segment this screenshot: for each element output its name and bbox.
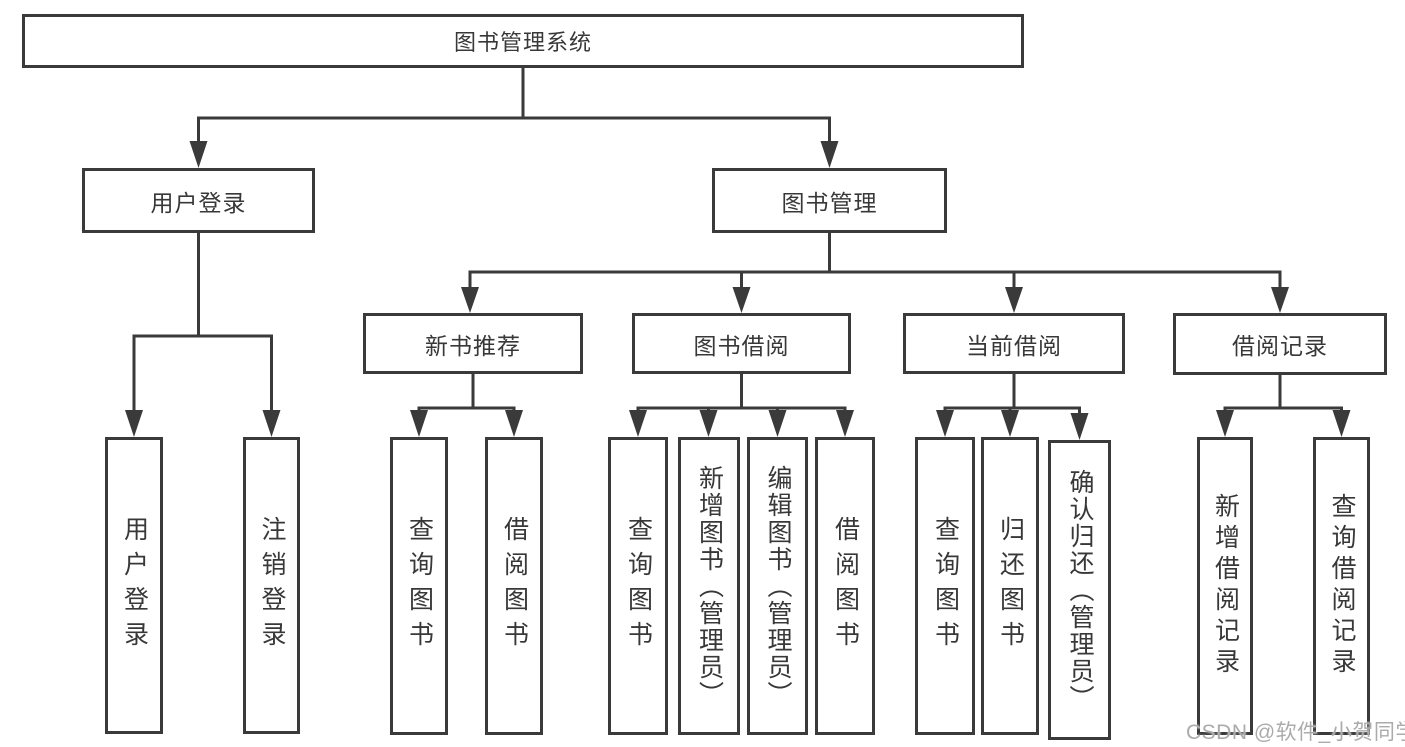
arrowhead	[936, 410, 954, 437]
leaf-query-books-recommend: 查询图书	[390, 437, 448, 735]
arrowhead	[410, 410, 428, 437]
leaf-edit-books-admin: 编辑图书（管理员）	[747, 437, 808, 735]
leaf-query-books-borrow: 查询图书	[608, 437, 668, 735]
node-root-system: 图书管理系统	[22, 14, 1024, 68]
arrowhead	[505, 410, 523, 437]
connector-new-book-branch	[417, 406, 516, 414]
arrowhead	[1005, 287, 1023, 313]
leaf-user-login: 用户登录	[105, 437, 163, 734]
node-borrow-record: 借阅记录	[1173, 313, 1387, 375]
arrowhead	[699, 410, 718, 437]
arrowhead	[1070, 413, 1089, 440]
node-current-borrow: 当前借阅	[903, 313, 1125, 374]
arrowhead	[820, 141, 839, 168]
arrowhead	[1271, 287, 1289, 313]
arrowhead	[262, 410, 281, 437]
arrowhead	[461, 287, 479, 313]
connector-level3-branch	[468, 270, 1282, 290]
arrowhead	[1001, 410, 1019, 437]
node-user-login: 用户登录	[82, 168, 315, 233]
connector-level2-branch	[197, 116, 831, 142]
leaf-borrow-books-recommend: 借阅图书	[485, 437, 543, 735]
arrowhead	[189, 141, 208, 168]
connector-user-login-branch	[132, 334, 273, 411]
arrowhead	[1332, 410, 1351, 437]
arrowhead	[732, 287, 751, 313]
leaf-return-books: 归还图书	[981, 437, 1039, 735]
node-new-book-recommend: 新书推荐	[363, 313, 583, 374]
leaf-query-books-current: 查询图书	[915, 437, 975, 735]
connector-book-borrow-branch	[636, 406, 847, 414]
arrowhead	[836, 410, 854, 437]
node-book-management: 图书管理	[712, 168, 947, 233]
node-book-borrow: 图书借阅	[632, 313, 851, 374]
leaf-add-books-admin: 新增图书（管理员）	[678, 437, 740, 735]
arrowhead	[1216, 410, 1234, 437]
leaf-add-borrow-record: 新增借阅记录	[1197, 437, 1253, 735]
leaf-confirm-return-admin: 确认归还（管理员）	[1048, 440, 1111, 740]
arrowhead	[125, 410, 143, 437]
leaf-borrow-books: 借阅图书	[815, 437, 875, 735]
arrowheads	[125, 141, 1351, 440]
leaf-logout: 注销登录	[243, 437, 300, 734]
arrowhead	[629, 410, 647, 437]
csdn-watermark: CSDN @软件_小贺同学	[1186, 721, 1405, 744]
leaf-query-borrow-record: 查询借阅记录	[1313, 437, 1370, 735]
arrowhead	[768, 410, 787, 437]
connector-borrow-record-branch	[1223, 406, 1343, 414]
